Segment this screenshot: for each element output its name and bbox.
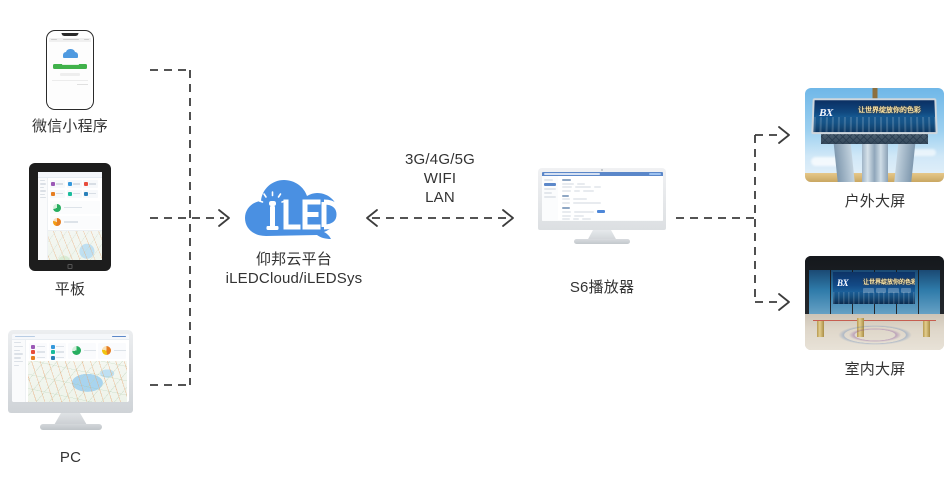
network-link-label: 3G/4G/5G WIFI LAN [370,150,510,207]
node-s6-player[interactable] [538,168,666,246]
phone-notch [61,32,79,36]
node-iled-cloud[interactable] [244,176,344,240]
tablet-map-widget [48,230,102,260]
tablet-home-button[interactable] [67,263,73,269]
divider [52,79,88,81]
monitor-stand-base [574,239,630,244]
indoor-ledwall-photo: BX 让世界绽放你的色彩 [805,256,944,350]
pc-screen [12,334,129,402]
ledwall-slogan: 让世界绽放你的色彩 [863,280,915,286]
s6-app-footer [541,220,663,221]
node-wechat-miniprogram[interactable] [46,30,94,110]
phone-statusbar [49,37,91,42]
arrowhead-to-outdoor [778,126,790,144]
pc-map-widget [28,361,127,402]
arrowhead-to-cloud [218,209,230,227]
cloud-caption-line1: 仰邦云平台 [255,251,332,268]
arrowhead-to-indoor [778,293,790,311]
phone-footer-text [76,83,88,86]
outdoor-billboard-photo: BX 让世界绽放你的色彩 [805,88,944,182]
ledwall-logo: BX [837,278,849,288]
label-iled-cloud: 仰邦云平台 iLEDCloud/iLEDSys [198,250,390,288]
tablet-icon [29,163,111,271]
label-outdoor-screen: 户外大屏 [844,193,906,210]
link-label-line-lan: LAN [425,189,455,206]
tablet-app-topbar [38,172,102,178]
label-wechat-miniprogram: 微信小程序 [31,118,108,135]
desktop-monitor-icon [8,330,133,413]
tablet-app-content [48,178,102,260]
primary-action-button[interactable] [53,63,88,69]
cloud-icon [245,180,342,239]
s6-app-sidebar [541,176,558,220]
s6-app-form [558,176,663,221]
pc-app-sidebar [12,340,26,402]
s6-screen [541,171,663,221]
label-indoor-screen: 室内大屏 [844,361,906,378]
pc-app-topbar [12,334,129,340]
pc-app-content [26,340,129,402]
link-label-line-wifi: WIFI [423,170,457,187]
label-tablet: 平板 [54,281,86,298]
cloud-caption-line2: iLEDCloud/iLEDSys [225,270,363,287]
tablet-screen [38,172,102,260]
node-outdoor-screen[interactable]: BX 让世界绽放你的色彩 [805,88,944,182]
billboard-display: BX 让世界绽放你的色彩 [811,98,938,135]
monitor-stand-base [39,424,102,430]
arrowhead-to-player [502,209,514,227]
link-label-line-3g4g5g: 3G/4G/5G [405,151,475,168]
monitor-icon [538,168,666,230]
node-tablet[interactable] [29,163,111,271]
cloud-icon [62,48,78,58]
arrowhead-to-cloud-back [366,209,378,227]
label-pc: PC [59,449,82,466]
node-pc[interactable] [8,330,133,434]
smartphone-icon [46,30,94,110]
s6-app-topbar [541,171,663,176]
billboard-logo: BX [818,107,833,119]
node-indoor-screen[interactable]: BX 让世界绽放你的色彩 [805,256,944,350]
billboard-slogan: 让世界绽放你的色彩 [858,107,921,115]
monitor-stand-neck [53,413,88,426]
ledwall-display: BX 让世界绽放你的色彩 [833,272,915,304]
monitor-stand-neck [587,230,617,241]
phone-screen [49,37,91,107]
phone-hint-text [60,73,81,76]
label-s6-player: S6播放器 [569,279,635,296]
tablet-app-sidebar [38,178,48,260]
